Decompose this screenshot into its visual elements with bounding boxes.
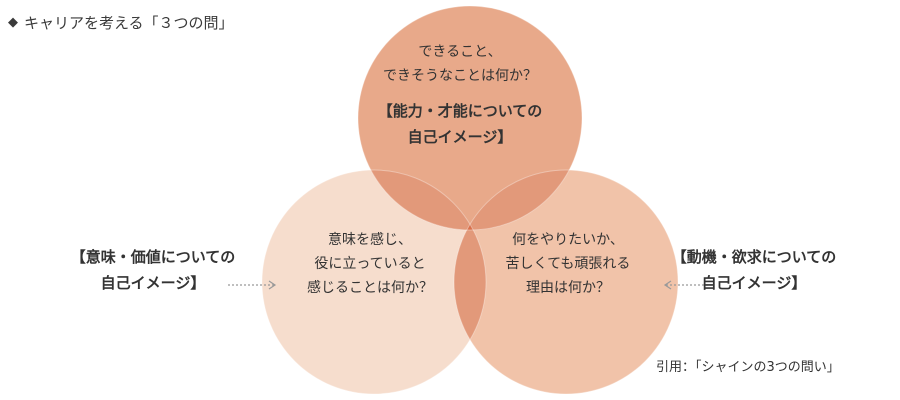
page-title: ◆ キャリアを考える「３つの問」 <box>8 12 234 33</box>
left-question-line-1: 意味を感じ、 <box>328 232 412 248</box>
left-question-line-2: 役に立っていると <box>314 256 426 272</box>
left-circle-text: 意味を感じ、 役に立っていると 感じることは何か？ <box>280 228 460 300</box>
right-question-line-1: 何をやりたいか、 <box>512 232 624 248</box>
right-label-line-2: 自己イメージ】 <box>701 274 807 292</box>
top-question-line-1: できること、 <box>418 44 502 60</box>
right-circle-outline <box>453 169 679 395</box>
diamond-bullet-icon: ◆ <box>8 15 18 30</box>
page-title-text: キャリアを考える「３つの問」 <box>24 14 234 32</box>
right-circle <box>454 170 678 394</box>
citation: 引用：「シャインの3つの問い」 <box>656 360 840 375</box>
right-circle-text: 何をやりたいか、 苦しくても頑張れる 理由は何か？ <box>478 228 658 300</box>
right-question-line-3: 理由は何か？ <box>526 280 610 296</box>
top-category-label: 【能力・才能についての 自己イメージ】 <box>340 98 580 150</box>
right-question-line-2: 苦しくても頑張れる <box>505 256 631 272</box>
top-circle-outline <box>357 5 583 231</box>
top-category-line-1: 【能力・才能についての <box>377 102 543 120</box>
left-arrow <box>228 280 277 290</box>
left-circle-outline <box>261 169 487 395</box>
top-category-line-2: 自己イメージ】 <box>407 128 513 146</box>
right-arrow <box>663 280 712 290</box>
top-circle <box>358 6 582 230</box>
left-label-line-2: 自己イメージ】 <box>100 274 206 292</box>
left-circle <box>262 170 486 394</box>
top-question-line-2: できそうなことは何か？ <box>383 68 537 84</box>
right-label-line-1: 【動機・欲求についての <box>671 248 837 266</box>
left-question-line-3: 感じることは何か？ <box>307 280 433 296</box>
left-label-line-1: 【意味・価値についての <box>70 248 236 266</box>
top-circle-text: できること、 できそうなことは何か？ 【能力・才能についての 自己イメージ】 <box>340 40 580 150</box>
right-category-label: 【動機・欲求についての 自己イメージ】 <box>644 244 864 296</box>
left-category-label: 【意味・価値についての 自己イメージ】 <box>48 244 258 296</box>
